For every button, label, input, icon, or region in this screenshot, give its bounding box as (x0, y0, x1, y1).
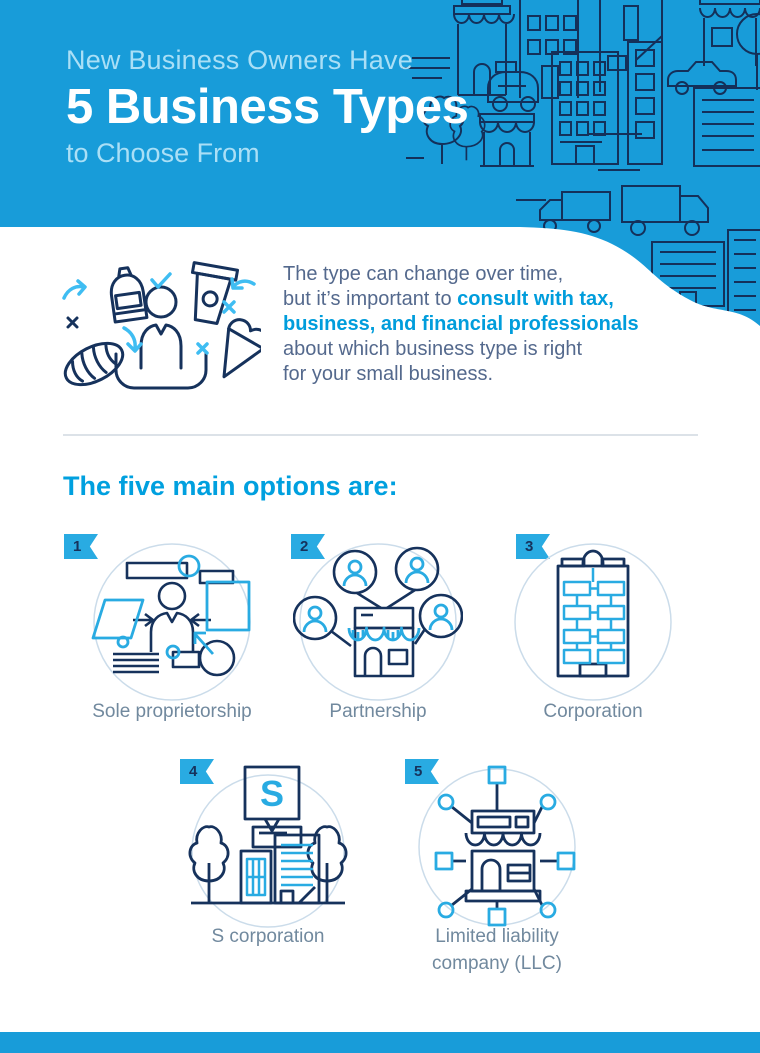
section-divider (63, 434, 698, 436)
s-letter: S (260, 773, 284, 814)
option-card-partnership: 2 (268, 528, 488, 758)
text-segment: The type can change over time, (283, 263, 564, 285)
option-label: Limited liability company (LLC) (432, 926, 562, 974)
intro-paragraph: The type can change over time, but it’s … (283, 262, 673, 387)
city-illustration (0, 0, 760, 326)
paragraph-line: The type can change over time, (283, 262, 673, 287)
tree-icon (736, 13, 760, 90)
x-mark-icon (222, 300, 236, 314)
bread-icon (63, 341, 125, 387)
page-title: 5 Business Types (66, 80, 469, 134)
x-mark-icon (66, 316, 79, 329)
section-heading: The five main options are: (63, 471, 398, 501)
header-kicker: New Business Owners Have (66, 45, 413, 75)
speech-bubble-icon (243, 765, 301, 821)
taxi-icon (487, 61, 539, 112)
footer-bar (0, 1032, 760, 1053)
coffee-cup-icon (190, 261, 240, 325)
option-card-s-corporation: 4 S (158, 753, 378, 983)
curved-arrow-icon (230, 277, 256, 290)
option-label: Corporation (543, 701, 643, 722)
person-icon (144, 285, 178, 319)
paragraph-line: but it’s important to consult with tax, (283, 287, 673, 312)
ice-cream-icon (222, 318, 261, 379)
speed-lines (402, 57, 450, 79)
shop-icon (453, 0, 515, 96)
option-label: S corporation (211, 926, 325, 947)
paragraph-line: about which business type is right (283, 337, 673, 362)
truck-icon (621, 185, 709, 236)
bold-text-segment: business, and financial professionals (283, 313, 639, 335)
small-business-illustration (62, 261, 261, 390)
sole-proprietorship-icon (91, 543, 251, 701)
paragraph-line: business, and financial professionals (283, 312, 673, 337)
text-segment: about which business type is right (283, 338, 583, 360)
text-segment: but it’s important to (283, 288, 458, 310)
check-icon (150, 272, 172, 289)
bag-icon (109, 266, 149, 324)
text-segment: for your small business. (283, 363, 494, 385)
building-icon (693, 87, 760, 167)
option-label: Partnership (329, 701, 427, 722)
option-label: Sole proprietorship (92, 701, 252, 722)
llc-icon (418, 765, 576, 927)
header-banner: New Business Owners Have 5 Business Type… (0, 0, 760, 332)
partnership-icon (293, 543, 463, 701)
building-icon (551, 51, 619, 165)
option-card-llc: 5 (387, 753, 607, 983)
curved-arrow-icon (122, 326, 143, 353)
paragraph-line: for your small business. (283, 362, 673, 387)
building-icon (727, 229, 760, 326)
shop-icon (479, 113, 535, 167)
s-corporation-icon: S (188, 765, 348, 928)
speed-lines (516, 169, 640, 201)
header-subtitle: to Choose From (66, 138, 260, 168)
building-icon (519, 0, 579, 99)
x-mark-icon (196, 342, 209, 355)
building-icon (627, 41, 663, 165)
tree-icon (422, 95, 486, 164)
corporation-icon (514, 543, 672, 701)
option-card-corporation: 3 Corpo (483, 528, 703, 758)
bold-text-segment: consult with tax, (457, 288, 614, 310)
curved-arrow-icon (62, 279, 87, 300)
option-card-sole-proprietorship: 1 Sole proprieto (62, 528, 282, 758)
header-text: New Business Owners Have 5 Business Type… (66, 44, 469, 170)
